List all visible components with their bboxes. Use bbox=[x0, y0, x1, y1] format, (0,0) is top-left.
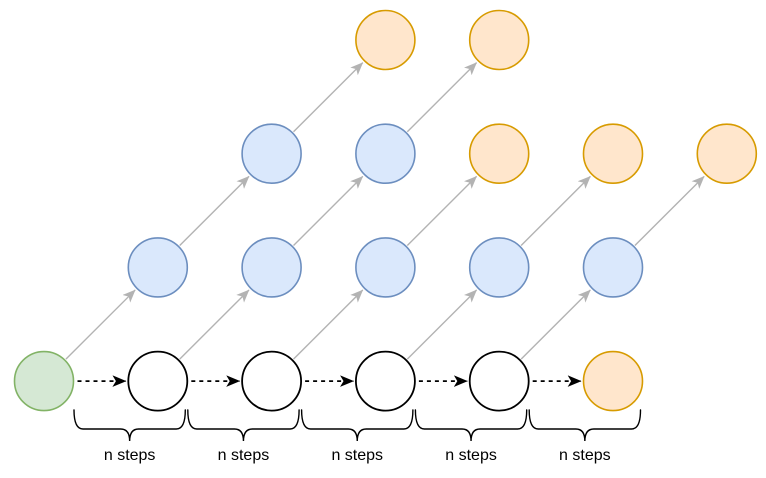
node-step-white-1 bbox=[127, 350, 189, 412]
diagonal-arrow bbox=[179, 289, 250, 360]
diagonal-arrow bbox=[293, 62, 364, 133]
diagonal-arrow bbox=[406, 62, 478, 133]
node-r2-blue-5 bbox=[582, 237, 644, 298]
n-steps-label: n steps bbox=[218, 447, 270, 464]
n-steps-label: n steps bbox=[104, 447, 156, 464]
node-r1-orange-3 bbox=[696, 123, 758, 184]
n-steps-brace bbox=[73, 409, 186, 442]
diagonal-arrow bbox=[179, 175, 250, 246]
n-steps-label: n steps bbox=[331, 447, 383, 464]
node-step-white-2 bbox=[241, 350, 303, 412]
node-start-green bbox=[13, 350, 75, 412]
n-steps-label: n steps bbox=[559, 447, 611, 464]
node-r2-blue-1 bbox=[127, 237, 189, 298]
n-steps-brace bbox=[414, 409, 528, 442]
diagonal-arrow bbox=[520, 289, 591, 360]
node-r2-blue-4 bbox=[468, 237, 530, 298]
node-r1-orange-1 bbox=[468, 123, 530, 184]
n-steps-brace bbox=[300, 409, 414, 442]
diagonal-arrow bbox=[65, 289, 136, 360]
node-step-white-4 bbox=[468, 350, 530, 412]
diagonal-arrow bbox=[293, 175, 364, 246]
node-top-orange-2 bbox=[468, 9, 530, 71]
n-steps-brace bbox=[187, 409, 300, 442]
node-r1-blue-1 bbox=[241, 123, 302, 184]
diagonal-arrow bbox=[634, 175, 705, 246]
node-r1-orange-2 bbox=[582, 123, 644, 184]
diagonal-arrow bbox=[293, 289, 364, 360]
diagonal-arrow bbox=[406, 289, 478, 360]
diagonal-arrow bbox=[520, 175, 591, 246]
node-r2-blue-2 bbox=[241, 237, 302, 298]
node-r1-blue-2 bbox=[355, 123, 416, 184]
n-steps-label: n steps bbox=[445, 447, 497, 464]
n-steps-brace bbox=[528, 409, 642, 442]
node-step-white-3 bbox=[354, 350, 416, 412]
diagonal-arrow bbox=[406, 175, 478, 246]
node-end-orange bbox=[582, 350, 644, 412]
node-r2-blue-3 bbox=[355, 237, 416, 298]
node-top-orange-1 bbox=[355, 9, 416, 71]
